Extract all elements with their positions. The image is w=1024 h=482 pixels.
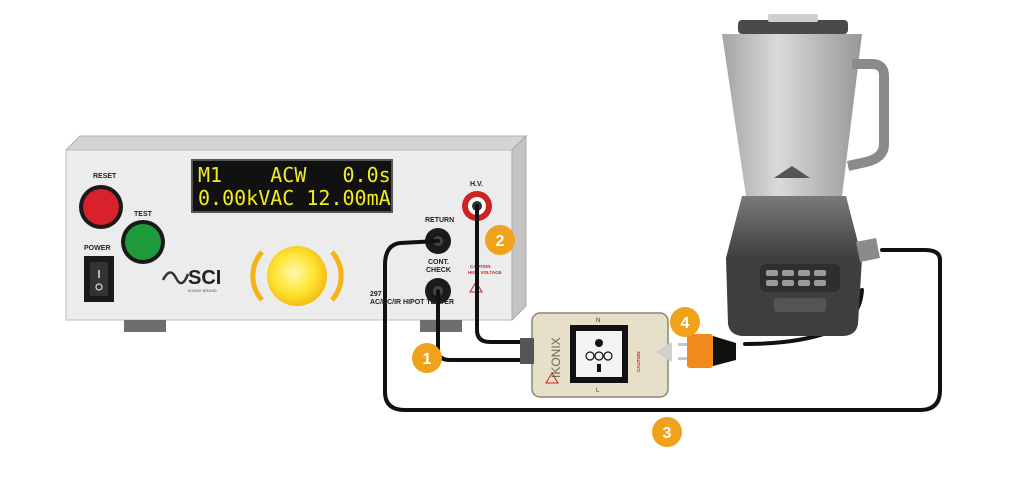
knob-arc-left	[250, 250, 264, 302]
power-off-mark	[95, 283, 103, 291]
callout-2-number: 2	[496, 233, 505, 250]
blender-jar	[722, 34, 862, 196]
blender-button[interactable]	[814, 280, 826, 286]
blender-button[interactable]	[782, 270, 794, 276]
callout-3-number: 3	[663, 425, 672, 442]
brand-name: SCI	[188, 267, 221, 289]
blender-button[interactable]	[798, 270, 810, 276]
hv-caution-label: CAUTION	[470, 264, 491, 269]
adapter-caution-label: CAUTION	[636, 352, 641, 373]
blender-ground-clip	[856, 238, 880, 262]
blender-button[interactable]	[782, 280, 794, 286]
callout-2: 2	[485, 225, 515, 255]
callout-1-number: 1	[423, 351, 432, 368]
callout-3: 3	[652, 417, 682, 447]
callout-3-circle	[652, 417, 682, 447]
hipot-tester: M1 ACW 0.0s 0.00kVAC 12.00mA RESET TEST …	[64, 134, 528, 332]
lcd-display	[191, 159, 393, 213]
plug-strain-relief	[713, 336, 736, 366]
lcd-row-2: 0.00kVAC 12.00mA	[198, 186, 391, 210]
brand-wave-icon	[161, 271, 190, 285]
brand-logo: SCI IKONIX BRAND	[161, 267, 221, 293]
adjust-knob[interactable]	[267, 246, 327, 306]
blender-lid-cap	[768, 14, 818, 22]
blender-button[interactable]	[814, 270, 826, 276]
plug-insert-arrow-icon	[656, 342, 672, 362]
test-button[interactable]	[125, 224, 161, 260]
blender-dut	[722, 14, 889, 336]
blender-display	[774, 298, 826, 312]
tester-foot-left	[124, 320, 166, 332]
hv-high-voltage-label: HIGH VOLTAGE	[468, 270, 502, 275]
power-label: POWER	[84, 245, 110, 252]
brand-subtitle: IKONIX BRAND	[188, 288, 217, 293]
tester-side	[511, 134, 527, 322]
cont-check-label-line2: CHECK	[426, 267, 451, 274]
model-number: 297	[370, 291, 382, 298]
test-label: TEST	[134, 211, 153, 218]
callout-1: 1	[412, 343, 442, 373]
blender-button[interactable]	[766, 270, 778, 276]
blender-button[interactable]	[798, 280, 810, 286]
reset-button[interactable]	[83, 189, 119, 225]
cont-check-label-line1: CONT.	[428, 259, 449, 266]
cable-hv-to-adapter	[475, 204, 530, 344]
model-name: AC/DC/IR HIPOT TESTER	[370, 299, 454, 306]
callout-2-circle	[485, 225, 515, 255]
plug-head	[687, 334, 713, 368]
hv-label: H.V.	[470, 181, 483, 188]
blender-blades	[774, 166, 810, 178]
blender-base-top	[726, 196, 862, 258]
test-adapter: IKONIX CAUTION N L	[520, 312, 672, 398]
adapter-n-label: N	[596, 318, 600, 324]
reset-label: RESET	[93, 173, 117, 180]
callout-4-number: 4	[681, 315, 690, 332]
callout-4: 4	[670, 307, 700, 337]
blender-control-panel	[760, 264, 840, 292]
knob-arc-right	[330, 250, 344, 302]
tester-foot-right	[420, 320, 462, 332]
blender-button[interactable]	[766, 280, 778, 286]
adapter-warning-icon	[545, 372, 559, 384]
lcd-row-1: M1 ACW 0.0s	[198, 163, 391, 187]
blender-lid	[738, 20, 848, 34]
blender-handle	[846, 59, 889, 171]
cable-return-to-enclosure	[383, 239, 942, 412]
callout-4-circle	[670, 307, 700, 337]
callout-1-circle	[412, 343, 442, 373]
adapter-lead-inputs	[520, 338, 534, 364]
adapter-l-label: L	[596, 388, 600, 394]
adapter-brand: IKONIX	[549, 337, 563, 378]
return-label: RETURN	[425, 217, 454, 224]
blender-plug	[678, 334, 736, 368]
tester-top	[64, 135, 528, 151]
